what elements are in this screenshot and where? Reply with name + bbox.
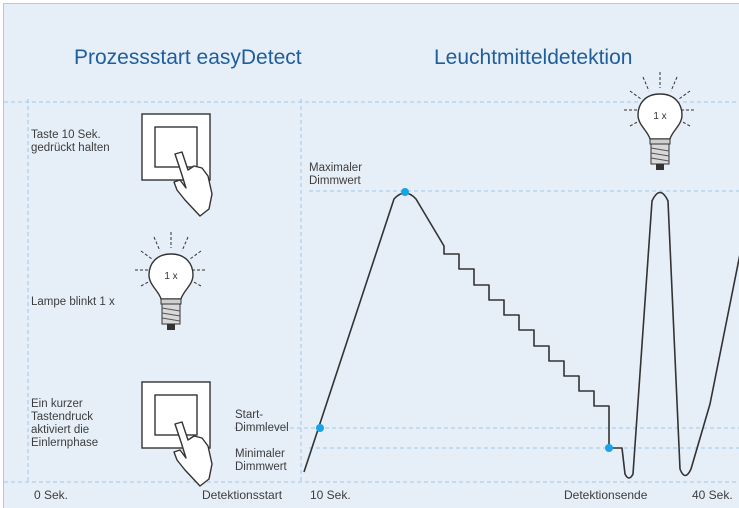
time-label-detection-start: Detektionsstart: [202, 488, 283, 502]
diagram-graphics: 1 x 1 x: [4, 72, 739, 487]
heading-lamp-detection: Leuchtmitteldetektion: [434, 46, 633, 69]
time-label-0s: 0 Sek.: [34, 488, 69, 502]
guide-lines: [4, 99, 739, 484]
time-label-10s: 10 Sek.: [310, 488, 351, 502]
min-level-marker: [605, 444, 613, 452]
heading-process-start: Prozessstart easyDetect: [74, 46, 302, 69]
bulb-badge-right: 1 x: [653, 111, 666, 122]
light-bulb-icon: [135, 232, 207, 330]
pointing-hand-icon: [173, 151, 213, 217]
light-bulb-icon: [624, 72, 696, 170]
step-press-hold-label: Taste 10 Sek. gedrückt halten: [31, 129, 110, 154]
diagram-frame: 1 x 1 x Prozessstart easyDetect Leuchtmi…: [3, 3, 739, 508]
step-lamp-blink-label: Lampe blinkt 1 x: [31, 296, 115, 308]
max-level-label: Maximaler Dimmwert: [309, 162, 363, 187]
start-level-label: Start- Dimmlevel: [235, 409, 289, 434]
min-level-label: Minimaler Dimmwert: [235, 448, 287, 473]
time-label-detection-end: Detektionsende: [564, 488, 648, 502]
step-short-press-label: Ein kurzer Tastendruck aktiviert die Ein…: [31, 398, 99, 449]
dimming-curve: [303, 191, 739, 479]
bulb-badge-left: 1 x: [164, 271, 177, 282]
wall-switch-icon: [141, 113, 211, 181]
max-level-marker: [401, 188, 409, 196]
pointing-hand-icon: [173, 421, 213, 487]
time-label-40s: 40 Sek.: [692, 488, 733, 502]
start-level-marker: [316, 424, 324, 432]
